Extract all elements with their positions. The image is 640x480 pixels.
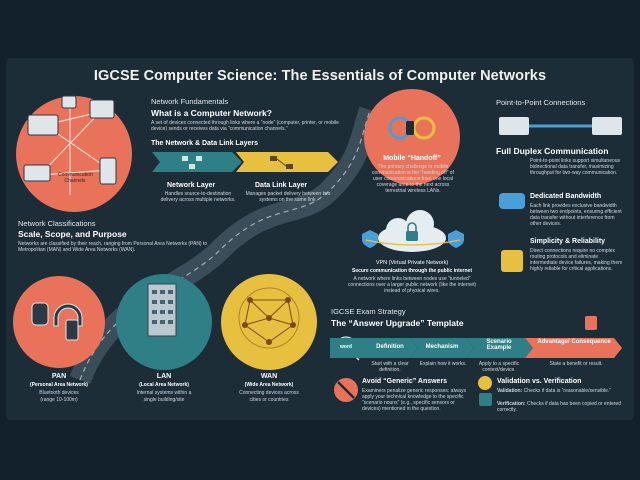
vpn-title: VPN (Virtual Private Network) (375, 260, 449, 266)
p2p-monitor-right-icon (592, 117, 622, 135)
data-link-layer-desc: Manages packet delivery between two syst… (245, 191, 331, 203)
bandwidth-desc: Each link provides exclusive bandwidth b… (530, 203, 622, 227)
question-icon (478, 376, 492, 390)
data-link-layer-arrow (236, 152, 338, 172)
wan-subtitle: (Wide Area Network) (244, 382, 294, 388)
data-link-nodes-icon (270, 156, 293, 169)
network-circle (16, 96, 132, 212)
wan-title: WAN (260, 373, 278, 380)
wan-nodes (242, 297, 296, 345)
step-mechanism-desc: Explain how it works. (419, 361, 467, 367)
pan-subtitle: (Personal Area Network) (30, 382, 88, 388)
building-windows (152, 290, 173, 324)
phone-small-icon (65, 319, 79, 341)
avoid-desc: Examiners penalize generic responses: al… (362, 388, 466, 412)
checklist-icon (479, 393, 492, 406)
pan-desc-1: Bluetooth devices (39, 390, 79, 396)
lan-desc-2: single building/site (143, 397, 185, 403)
data-link-layer-label: Data Link Layer (255, 182, 308, 189)
step-mechanism-arrow (410, 338, 474, 358)
full-duplex-title: Full Duplex Communication (496, 146, 609, 156)
network-layer-desc: Handles source-to-destination delivery a… (160, 191, 236, 203)
smartwatch-icon (31, 302, 49, 326)
step-scenario-desc: Apply to a specific context/device. (478, 361, 520, 373)
exam-kicker: IGCSE Exam Strategy (331, 307, 406, 316)
step-mechanism-label: Mechanism (425, 344, 459, 350)
avoid-title: Avoid “Generic” Answers (362, 378, 448, 385)
step-advantage-arrow (525, 338, 622, 358)
device-icon (61, 95, 77, 109)
lan-desc-1: Internal systems within a (136, 390, 192, 396)
wan-mesh-lines (244, 299, 294, 343)
monitor-icon (89, 99, 115, 119)
tunnel-line (365, 239, 461, 246)
exam-heading: The “Answer Upgrade” Template (331, 318, 464, 328)
step-definition-arrow (330, 338, 418, 358)
lock-icon (406, 231, 418, 241)
printer-icon (23, 164, 51, 182)
channels-label: Communication Channels (58, 172, 93, 184)
network-layer-nodes-icon (182, 156, 202, 169)
vv-title: Validation vs. Verification (497, 378, 582, 385)
vpn-subtitle: Secure communication through the public … (351, 268, 472, 274)
phone-icon (406, 121, 414, 135)
network-definition: A set of devices connected through links… (151, 120, 339, 132)
step-scenario-label: Scenario Example (486, 339, 512, 351)
verification-line: Verification: Checks if data has been co… (497, 401, 625, 413)
handoff-circle (364, 89, 460, 185)
word-label: word (340, 344, 352, 350)
network-layer-arrow (152, 152, 242, 172)
wan-desc-2: cities or countries (249, 397, 289, 403)
handoff-desc: The primary challenge in mobile communic… (372, 164, 454, 194)
classifications-kicker: Network Classifications (18, 219, 96, 228)
validation-desc: Checks if data is “reasonable/sensible.” (523, 388, 611, 394)
globe-outline (238, 287, 300, 349)
lan-title: LAN (156, 373, 172, 380)
pan-title: PAN (51, 373, 67, 380)
bandwidth-pipe-icon (499, 193, 525, 209)
plug-icon (501, 250, 523, 272)
step-advantage-label: Advantage/ Consequence (537, 339, 611, 345)
p2p-monitor-left-icon (499, 117, 529, 135)
simplicity-desc: Direct connections require no complex ro… (530, 248, 623, 272)
step-definition-label: Definition (376, 344, 404, 350)
network-layer-label: Network Layer (167, 182, 216, 189)
fundamentals-kicker: Network Fundamentals (151, 97, 229, 106)
shield-left-icon (362, 230, 378, 248)
validation-line: Validation: Checks if data is “reasonabl… (497, 388, 625, 394)
vpn-desc: A network where links between nodes use … (347, 276, 477, 294)
bandwidth-title: Dedicated Bandwidth (530, 193, 602, 200)
step-definition-desc: Start with a clear definition. (371, 361, 409, 373)
pan-circle (13, 276, 105, 368)
classifications-heading: Scale, Scope, and Purpose (18, 229, 127, 239)
simplicity-title: Simplicity & Reliability (530, 238, 606, 245)
lan-subtitle: (Local Area Network) (139, 382, 189, 388)
full-duplex-desc: Point-to-point links support simultaneou… (530, 158, 621, 176)
wan-desc-1: Connecting devices across (239, 390, 299, 396)
fundamentals-heading: What is a Computer Network? (151, 108, 272, 118)
server-icon (99, 157, 117, 185)
verification-desc: Checks if data has been copied or entere… (497, 401, 621, 413)
step-scenario-arrow (466, 338, 533, 358)
layers-heading: The Network & Data Link Layers (151, 140, 258, 147)
headphones-icon (53, 303, 83, 327)
handoff-title: Mobile “Handoff” (383, 155, 441, 162)
step-advantage-desc: State a benefit or result. (549, 361, 603, 367)
validation-label: Validation: (497, 388, 523, 394)
p2p-kicker: Point-to-Point Connections (496, 98, 586, 107)
thumbs-up-icon (585, 316, 597, 330)
page-title: IGCSE Computer Science: The Essentials o… (93, 68, 547, 84)
classifications-desc: Networks are classified by their reach, … (18, 241, 208, 253)
pan-desc-2: (range 10-100m) (40, 397, 78, 403)
shield-right-icon (448, 230, 464, 248)
wan-circle (221, 274, 317, 370)
verification-label: Verification: (497, 401, 526, 407)
laptop-icon (27, 114, 59, 136)
